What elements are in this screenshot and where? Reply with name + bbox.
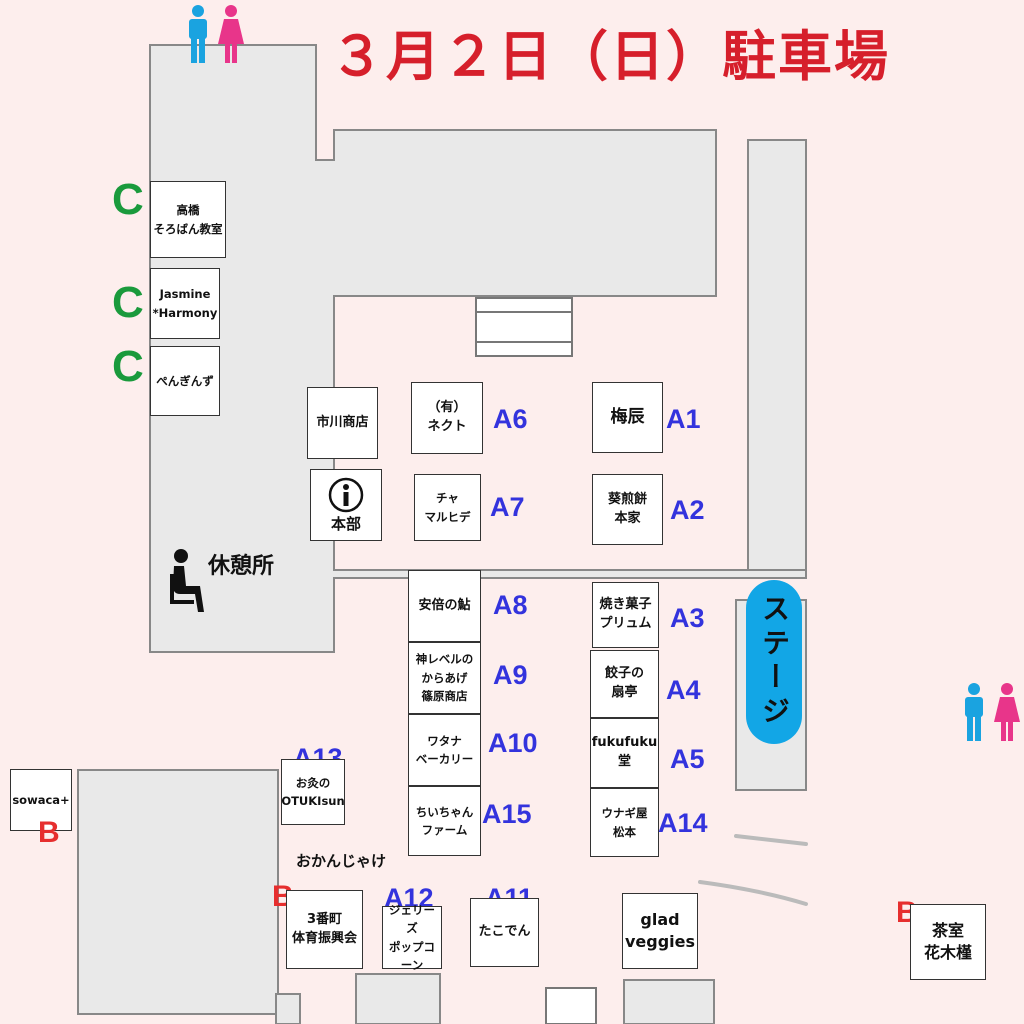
- booth-yakigashi[interactable]: 焼き菓子 プリュム: [592, 582, 659, 648]
- booth-watana[interactable]: ワタナ ベーカリー: [408, 714, 481, 786]
- code-a4: A4: [666, 675, 701, 705]
- code-c: C: [112, 278, 144, 327]
- booth-takahashi[interactable]: 高橋 そろばん教室: [150, 181, 226, 258]
- booth-sanban[interactable]: 3番町 体育振興会: [286, 890, 363, 969]
- code-a1: A1: [666, 404, 701, 434]
- code-a6: A6: [493, 404, 528, 434]
- lower-left-building: [77, 769, 279, 1015]
- toilet-male-icon: [189, 5, 207, 63]
- booth-aoi[interactable]: 葵煎餅 本家: [592, 474, 663, 545]
- booth-takoden[interactable]: たこでん: [470, 898, 539, 967]
- booth-nekuto[interactable]: （有） ネクト: [411, 382, 483, 454]
- booth-pengins[interactable]: ぺんぎんず: [150, 346, 220, 416]
- booth-jellys[interactable]: ジェリーズ ポップコーン: [382, 903, 442, 972]
- booth-fukufuku[interactable]: fukufuku堂: [590, 718, 659, 788]
- code-b: B: [38, 816, 60, 849]
- bottom-building-3: [275, 993, 301, 1024]
- booth-glad[interactable]: glad veggies: [622, 893, 698, 969]
- bottom-stairs: [545, 987, 597, 1024]
- code-a14: A14: [658, 808, 708, 838]
- code-c: C: [112, 175, 144, 224]
- code-c: C: [112, 342, 144, 391]
- booth-umetatsu[interactable]: 梅辰: [592, 382, 663, 453]
- booth-honbu[interactable]: 本部: [310, 469, 382, 541]
- code-a9: A9: [493, 660, 528, 690]
- info-icon: [328, 477, 364, 513]
- booth-okyu[interactable]: お灸の OTUKIsun: [281, 759, 345, 825]
- toilet-female-icon: [994, 683, 1020, 741]
- seated-person-icon: [170, 549, 204, 612]
- code-a15: A15: [482, 799, 532, 829]
- booth-chamaruhide[interactable]: チャ マルヒデ: [414, 474, 481, 541]
- code-a8: A8: [493, 590, 528, 620]
- toilet-male-icon: [965, 683, 983, 741]
- bottom-building-1: [355, 973, 441, 1024]
- bottom-building-2: [623, 979, 715, 1024]
- booth-gyoza[interactable]: 餃子の 扇亭: [590, 650, 659, 718]
- stage: ステージ: [746, 580, 802, 744]
- booth-chiichan[interactable]: ちいちゃん ファーム: [408, 786, 481, 856]
- stage-label: ステージ: [758, 594, 791, 730]
- booth-abe[interactable]: 安倍の鮎: [408, 570, 481, 642]
- booth-jasmine[interactable]: Jasmine *Harmony: [150, 268, 220, 339]
- booth-kamilevel[interactable]: 神レベルの からあげ 篠原商店: [408, 642, 481, 714]
- honbu-label: 本部: [330, 515, 361, 533]
- page-title: ３月２日（日）駐車場: [330, 25, 890, 88]
- code-a5: A5: [670, 744, 705, 774]
- rest-area-label: 休憩所: [208, 554, 275, 579]
- stairs: [475, 297, 573, 357]
- code-a10: A10: [488, 728, 538, 758]
- code-a3: A3: [670, 603, 705, 633]
- toilet-female-icon: [218, 5, 244, 63]
- booth-sowaca[interactable]: sowaca+: [10, 769, 72, 831]
- code-a2: A2: [670, 495, 705, 525]
- booth-chashitsu[interactable]: 茶室 花木槿: [910, 904, 986, 980]
- code-a7: A7: [490, 492, 525, 522]
- booth-ichikawa[interactable]: 市川商店: [307, 387, 378, 459]
- right-building: [747, 139, 807, 571]
- free-label: おかんじゃけ: [296, 852, 387, 870]
- booth-unagi[interactable]: ウナギ屋 松本: [590, 788, 659, 857]
